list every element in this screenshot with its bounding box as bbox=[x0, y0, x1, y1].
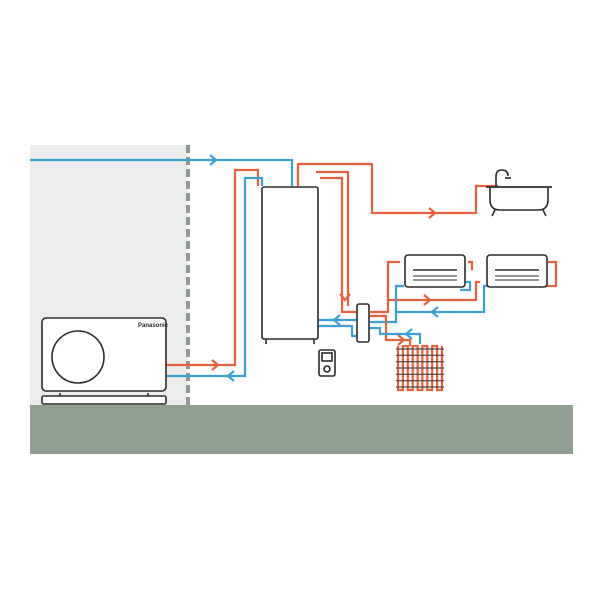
tank-to-separator-hot bbox=[320, 176, 358, 314]
underfloor-flow-arrow bbox=[397, 334, 406, 346]
fancoil-flow-arrow bbox=[423, 294, 432, 306]
heatpump-flow-pipe bbox=[165, 168, 260, 367]
outdoor-unit-base bbox=[41, 395, 167, 405]
underfloor-heating-coil bbox=[396, 344, 444, 392]
heatpump-flow-arrow bbox=[211, 359, 220, 371]
hot-water-storage-tank bbox=[261, 186, 319, 344]
bath-hot-arrow bbox=[428, 207, 437, 219]
underfloor-return-arrow bbox=[404, 328, 413, 340]
separator-hot-arrow bbox=[339, 293, 351, 302]
separator-cold-arrow bbox=[332, 314, 341, 326]
tank-to-separator-hot-2 bbox=[316, 170, 350, 306]
separator-cold-return bbox=[318, 324, 360, 338]
outdoor-heat-pump-unit: Panasonic bbox=[41, 317, 169, 405]
underfloor-return-pipe bbox=[370, 326, 422, 344]
underfloor-flow-pipe bbox=[370, 314, 412, 346]
ground bbox=[30, 405, 573, 454]
cold-supply-pipe bbox=[30, 158, 294, 186]
fancoil-flow-pipe bbox=[370, 260, 558, 314]
bathtub bbox=[486, 169, 552, 217]
outdoor-unit-brand: Panasonic bbox=[138, 323, 169, 329]
wall-controller bbox=[318, 349, 336, 377]
cold-supply-arrow bbox=[209, 154, 218, 166]
bath-hot-pipe bbox=[296, 162, 498, 215]
heatpump-return-arrow bbox=[226, 370, 235, 382]
fan-coil-unit bbox=[486, 254, 548, 288]
fancoil-return-arrow bbox=[430, 306, 439, 318]
heatpump-return-pipe bbox=[165, 176, 264, 378]
fan-grille bbox=[51, 330, 105, 384]
fan-coil-unit bbox=[404, 254, 466, 288]
underfloor-hot-loop bbox=[396, 344, 444, 392]
hydraulic-separator bbox=[356, 303, 370, 343]
fancoil-return-pipe bbox=[370, 280, 488, 324]
